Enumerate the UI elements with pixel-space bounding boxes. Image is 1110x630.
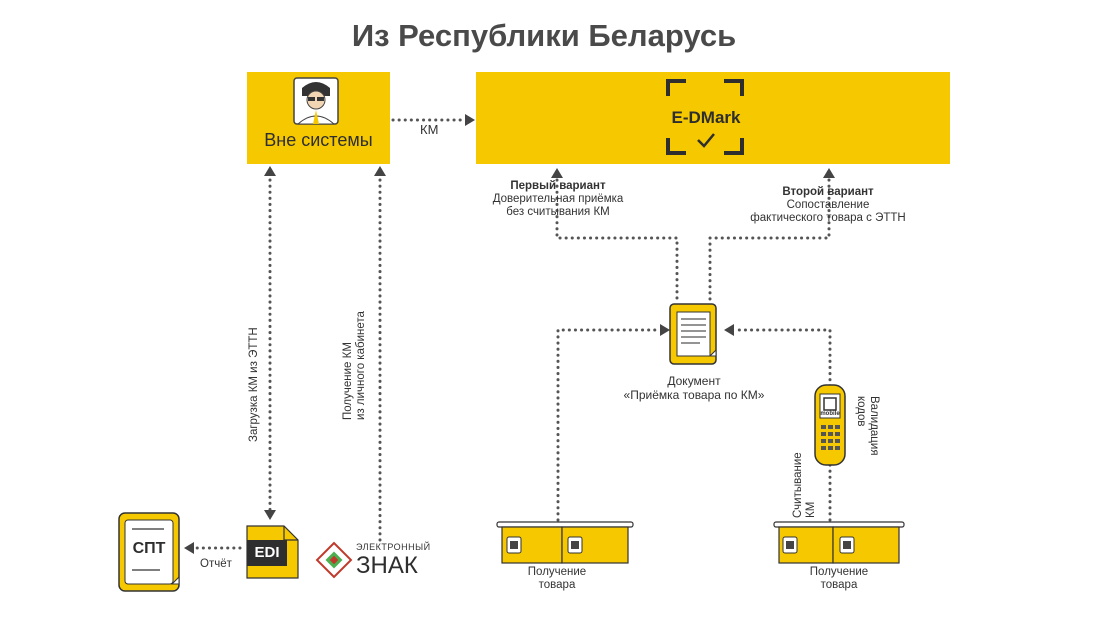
km-arrow-label: КМ [420,122,439,137]
get-km-line1: Получение КМ [342,342,354,420]
znak-top-text: ЭЛЕКТРОННЫЙ [356,542,431,552]
goods-left-line2: товара [538,579,576,591]
goods-right-line2: товара [820,579,858,591]
variant-one-line2: без считывания КМ [506,206,610,218]
document-line1: Документ [667,374,721,388]
validate-line1: Валидация [868,396,880,456]
edi-label: EDI [254,544,280,561]
scanner-screen-text: mobile [820,411,840,417]
variant-one-title: Первый вариант [510,180,606,192]
outside-system-label: Вне системы [264,130,373,150]
validate-line2: кодов [855,396,867,427]
variant-one-line1: Доверительная приёмка [492,193,624,205]
znak-bottom-text: ЗНАК [356,552,418,579]
znak-logo-icon [315,541,353,579]
goods-right-line1: Получение [809,566,869,578]
scanner-icon [814,384,846,466]
get-km-line2: из личного кабинета [355,311,367,420]
scan-km-line2: КМ [805,501,817,518]
variant-one-label: Первый вариант Доверительная приёмка без… [478,180,638,219]
page-title: Из Республики Беларусь [351,18,737,53]
person-icon [293,77,339,125]
validate-codes-label: Валидация кодов [854,396,880,456]
box-icon [496,521,634,564]
edmark-logo-text: E-DMark [671,108,741,127]
variant-two-line2: фактического товара с ЭТТН [750,212,906,224]
variant-two-title: Второй вариант [782,186,874,198]
scan-km-line1: Считывание [792,452,804,518]
spt-document-icon [118,512,180,592]
spt-label: СПТ [132,540,166,557]
get-km-label: Получение КМ из личного кабинета [342,311,368,420]
goods-right-label: Получение товара [794,566,884,592]
box-icon [773,521,905,564]
scan-frame-icon [666,79,744,155]
document-label: Документ «Приёмка товара по КМ» [608,374,780,402]
edi-file-icon [246,525,299,579]
document-icon [669,303,717,365]
variant-two-label: Второй вариант Сопоставление фактическог… [742,186,914,225]
load-km-label: Загрузка КМ из ЭТТН [248,327,260,442]
report-label: Отчёт [200,558,232,570]
goods-left-line1: Получение [527,566,587,578]
goods-left-label: Получение товара [512,566,602,592]
edmark-box [476,72,950,164]
scan-km-label: Считывание КМ [792,452,818,518]
document-line2: «Приёмка товара по КМ» [623,388,765,402]
variant-two-line1: Сопоставление [786,199,870,211]
